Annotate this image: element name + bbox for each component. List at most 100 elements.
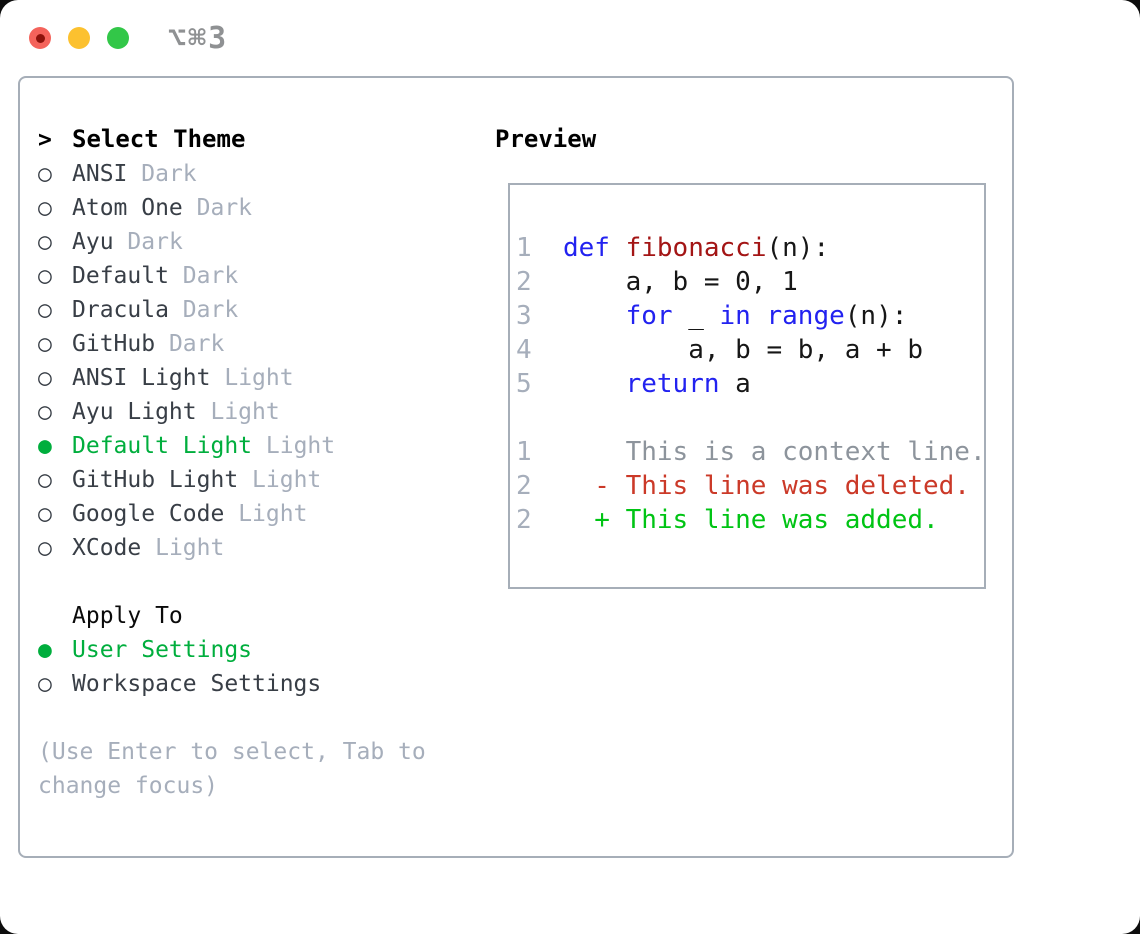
code-line: 1 def fibonacci(n): — [516, 231, 976, 265]
code-token: for — [625, 301, 673, 331]
preview-title: Preview — [495, 125, 597, 153]
close-button[interactable] — [29, 27, 51, 49]
selected-radio-icon: ● — [38, 433, 52, 459]
line-number: 5 — [516, 369, 563, 399]
line-number: 1 — [516, 233, 563, 263]
code-line: 3 for _ in range(n): — [516, 299, 976, 333]
radio-icon: ○ — [38, 331, 52, 357]
line-number: 2 — [516, 267, 563, 297]
theme-list-item[interactable]: ○ Ayu Dark — [38, 225, 478, 259]
item-variant-tag: Light — [252, 467, 322, 493]
radio-icon: ○ — [38, 535, 52, 561]
theme-list-item[interactable]: ● Default Light Light — [38, 429, 478, 463]
main-panel: >Select Theme ○ANSI Dark○Atom One Dark○A… — [18, 76, 1014, 858]
radio-icon: ○ — [38, 671, 52, 697]
selected-radio-icon: ● — [38, 637, 52, 663]
radio-icon: ○ — [38, 399, 52, 425]
code-line: 1 This is a context line. — [516, 435, 986, 469]
theme-list-item[interactable]: ○ Google Code Light — [38, 497, 478, 531]
radio-icon: ○ — [38, 195, 52, 221]
theme-picker-title-label: Select Theme — [72, 125, 246, 153]
apply-to-list: ● User Settings ○ Workspace Settings — [38, 633, 478, 701]
preview-pane: Preview 1 def fibonacci(n):2 a, b = 0, 1… — [478, 122, 1012, 856]
item-label: Google Code — [72, 501, 225, 527]
line-number: 3 — [516, 301, 563, 331]
code-line: 4 a, b = b, a + b — [516, 333, 976, 367]
code-token: a, b = 0, 1 — [562, 267, 798, 297]
code-token: + This line was added. — [562, 505, 939, 535]
hint-text: (Use Enter to select, Tab to change focu… — [38, 739, 426, 799]
zoom-button[interactable] — [107, 27, 129, 49]
item-label: Ayu Light — [72, 399, 197, 425]
item-label: Default Light — [72, 433, 253, 459]
code-line — [516, 401, 976, 435]
item-label: Atom One — [72, 195, 183, 221]
apply-to-title: Apply To — [72, 603, 183, 629]
radio-icon: ○ — [38, 161, 52, 187]
code-line: 5 return a — [516, 367, 976, 401]
item-label: Ayu — [72, 229, 114, 255]
theme-list-item[interactable]: ○Dracula Dark — [38, 293, 478, 327]
item-label: Workspace Settings — [72, 671, 322, 697]
code-token: - This line was deleted. — [562, 471, 970, 501]
code-line: 2 a, b = 0, 1 — [516, 265, 976, 299]
item-label: User Settings — [72, 637, 253, 663]
item-variant-tag: Dark — [127, 229, 183, 255]
keyboard-shortcut-label: ⌥⌘3 — [168, 20, 229, 56]
code-token: fibonacci — [625, 233, 767, 263]
theme-list-item[interactable]: ○ANSI Light Light — [38, 361, 478, 395]
title-bar: ⌥⌘3 — [0, 0, 1140, 76]
focus-caret-icon: > — [38, 127, 52, 153]
item-variant-tag: Light — [210, 399, 280, 425]
theme-picker: >Select Theme ○ANSI Dark○Atom One Dark○A… — [38, 122, 478, 856]
item-variant-tag: Dark — [168, 331, 225, 357]
item-label: XCode — [72, 535, 142, 561]
radio-icon: ○ — [38, 229, 52, 255]
code-token: (n): — [766, 233, 830, 263]
item-variant-tag: Light — [265, 433, 336, 459]
apply-to-option[interactable]: ○ Workspace Settings — [38, 667, 478, 701]
code-token: def — [562, 233, 610, 263]
code-line: 2 - This line was deleted. — [516, 469, 976, 503]
line-number — [516, 403, 563, 433]
theme-list-item[interactable]: ○ANSI Dark — [38, 157, 478, 191]
code-token — [751, 301, 767, 331]
code-token — [563, 301, 626, 331]
item-label: GitHub — [72, 331, 156, 357]
code-token: return — [625, 369, 720, 399]
code-token — [610, 233, 626, 263]
item-variant-tag: Light — [238, 501, 308, 527]
theme-list-item[interactable]: ○ GitHub Light Light — [38, 463, 478, 497]
theme-list-item[interactable]: ○Default Dark — [38, 259, 478, 293]
radio-icon: ○ — [38, 467, 52, 493]
item-variant-tag: Light — [155, 535, 225, 561]
theme-list-item[interactable]: ○ GitHub Dark — [38, 327, 478, 361]
item-label: GitHub Light — [72, 467, 239, 493]
code-token: range — [766, 301, 845, 331]
line-number: 2 — [516, 505, 563, 535]
apply-to-option[interactable]: ● User Settings — [38, 633, 478, 667]
theme-list: ○ANSI Dark○Atom One Dark○Ayu Dark○Defaul… — [38, 157, 478, 565]
theme-list-item[interactable]: ○ XCode Light — [38, 531, 478, 565]
radio-icon: ○ — [38, 501, 52, 527]
item-label: Default — [72, 263, 169, 289]
item-label: ANSI Light — [72, 365, 211, 391]
item-label: Dracula — [72, 297, 169, 323]
radio-icon: ○ — [38, 263, 52, 289]
code-token: a — [719, 369, 751, 399]
code-line: 2 + This line was added. — [516, 503, 976, 537]
item-variant-tag: Light — [224, 365, 294, 391]
radio-icon: ○ — [38, 297, 52, 323]
minimize-button[interactable] — [68, 27, 90, 49]
item-variant-tag: Dark — [141, 161, 197, 187]
theme-list-item[interactable]: ○ Ayu Light Light — [38, 395, 478, 429]
theme-picker-title: > Select Theme — [38, 122, 478, 157]
line-number: 4 — [516, 335, 563, 365]
code-token: This is a context line. — [562, 437, 986, 467]
code-token — [563, 369, 626, 399]
item-variant-tag: Dark — [196, 195, 253, 221]
theme-list-item[interactable]: ○ Atom One Dark — [38, 191, 478, 225]
